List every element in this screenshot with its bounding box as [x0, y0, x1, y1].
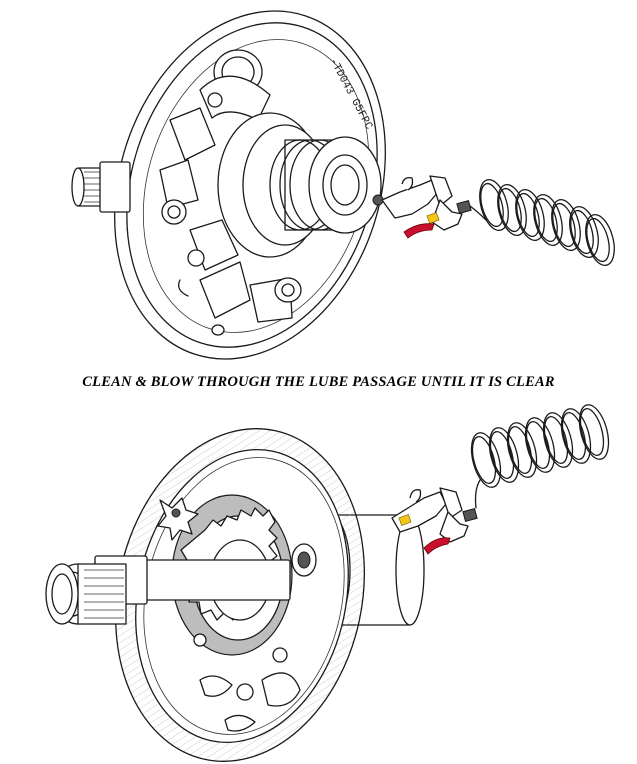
- lube-passages: [193, 633, 301, 732]
- air-blow-gun-icon: [381, 175, 487, 239]
- figure-caption: CLEAN & BLOW THROUGH THE LUBE PASSAGE UN…: [82, 374, 555, 390]
- casting-pockets: [159, 49, 302, 336]
- pump-cover-illustration: [45, 404, 610, 762]
- air-blow-gun-icon: [391, 487, 478, 555]
- coiled-air-hose: [470, 404, 610, 509]
- pump-body-illustration: -TD043 G5FPC: [71, 10, 615, 360]
- stator-hub: [217, 112, 384, 258]
- check-valve-icon: [157, 497, 199, 541]
- coiled-air-hose: [479, 179, 615, 266]
- input-shaft: [71, 161, 131, 213]
- input-shaft: [45, 555, 291, 625]
